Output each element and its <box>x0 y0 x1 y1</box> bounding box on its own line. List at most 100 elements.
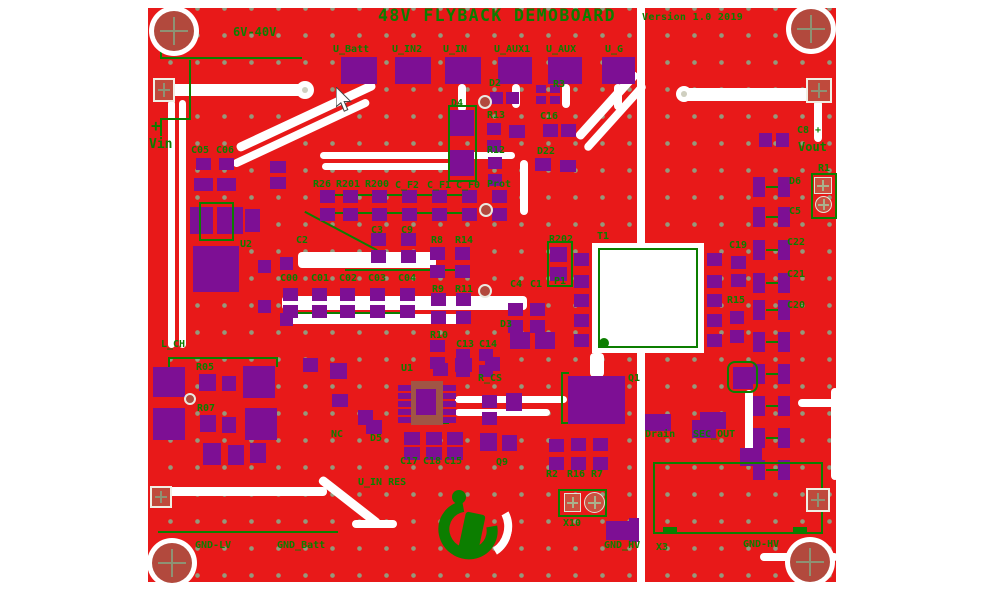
silkscreen-label: C3 <box>371 225 384 236</box>
silkscreen-line <box>561 422 569 424</box>
smd-pad <box>343 190 358 203</box>
smd-pad <box>753 332 765 352</box>
smd-pad <box>707 253 722 266</box>
smd-pad <box>550 85 560 93</box>
connector-pad-square <box>564 493 581 512</box>
smd-pad <box>535 158 551 171</box>
infineon-logo <box>426 489 528 571</box>
smd-pad <box>502 435 517 451</box>
connector-pad-round <box>815 196 832 213</box>
silkscreen-label: U_Batt <box>333 44 370 55</box>
smd-pad <box>602 57 635 84</box>
smd-pad <box>548 57 582 84</box>
mouse-cursor <box>336 87 353 112</box>
board-title-silkscreen: 48V FLYBACK DEMOBOARD <box>378 6 617 25</box>
smd-pad <box>395 57 431 84</box>
silkscreen-line <box>189 60 191 118</box>
copper-trace <box>282 314 467 324</box>
silkscreen-label: R3 <box>553 79 566 90</box>
smd-pad <box>574 314 589 327</box>
silkscreen-label: C03 <box>368 273 387 284</box>
smd-pad <box>510 332 530 349</box>
silkscreen-label: GND_Batt <box>277 540 326 551</box>
smd-pad <box>426 447 442 460</box>
smd-pad <box>778 207 790 227</box>
smd-pad <box>401 250 416 263</box>
smd-pad <box>778 300 790 320</box>
via-pad <box>478 284 492 298</box>
pad-crosshair <box>593 495 596 510</box>
silkscreen-line <box>766 437 778 439</box>
smd-pad <box>250 443 266 463</box>
smd-pad <box>778 273 790 293</box>
silkscreen-label: C_F0 <box>456 180 481 191</box>
silkscreen-label: C8 + <box>797 125 822 136</box>
board-version-silkscreen: Version 1.0 2019 <box>642 12 744 23</box>
smd-pad <box>731 256 746 269</box>
smd-pad <box>153 367 185 397</box>
silkscreen-label: Drain <box>645 429 676 440</box>
silkscreen-label: C21 <box>787 269 806 280</box>
smd-pad <box>574 294 589 307</box>
smd-pad <box>488 157 502 169</box>
smd-pad <box>303 358 318 372</box>
smd-pad <box>404 447 420 460</box>
smd-pad <box>487 140 501 152</box>
smd-pad <box>398 385 411 391</box>
smd-pad <box>508 303 523 316</box>
smd-pad <box>433 363 448 376</box>
silkscreen-label: R07 <box>197 403 216 414</box>
silkscreen-label: T1 <box>597 231 610 242</box>
smd-pad <box>258 260 271 273</box>
smd-pad <box>487 123 501 135</box>
smd-pad <box>753 177 765 197</box>
silkscreen-label: R_CS <box>478 373 503 384</box>
silkscreen-label: X3 <box>656 542 669 553</box>
smd-pad <box>443 393 456 399</box>
smd-pad <box>480 433 497 451</box>
smd-pad <box>222 376 236 391</box>
silkscreen-label: R201 <box>336 179 361 190</box>
smd-pad <box>778 396 790 416</box>
smd-pad <box>343 208 358 221</box>
silkscreen-label: C13 <box>456 339 475 350</box>
smd-pad <box>370 288 385 301</box>
silkscreen-label: R11 <box>455 284 474 295</box>
smd-pad <box>759 133 772 147</box>
smd-pad <box>400 288 415 301</box>
smd-pad <box>753 428 765 448</box>
smd-pad <box>447 432 463 445</box>
copper-trace <box>831 388 839 480</box>
smd-pad <box>645 414 671 431</box>
connector-pad-round <box>584 492 605 513</box>
smd-pad <box>707 334 722 347</box>
smd-pad <box>320 190 335 203</box>
silkscreen-label: R1 <box>818 163 831 174</box>
silkscreen-line <box>325 212 473 214</box>
smd-pad <box>203 443 221 465</box>
smd-pad <box>574 253 589 266</box>
pad-crosshair <box>163 83 165 97</box>
silkscreen-line <box>160 120 162 136</box>
silkscreen-label: R13 <box>487 110 506 121</box>
smd-pad <box>778 428 790 448</box>
silkscreen-line <box>766 216 778 218</box>
silkscreen-line <box>766 405 778 407</box>
smd-pad <box>447 447 463 460</box>
silkscreen-label: C20 <box>787 300 806 311</box>
silkscreen-label: C15 <box>444 456 463 467</box>
smd-pad <box>445 57 481 84</box>
smd-pad <box>200 415 216 432</box>
smd-pad <box>753 240 765 260</box>
silkscreen-label: D22 <box>537 146 556 157</box>
smd-pad <box>398 409 411 415</box>
copper-trace <box>745 390 753 460</box>
through-hole-pad <box>150 486 172 508</box>
silkscreen-label: R9 <box>432 284 445 295</box>
smd-pad <box>571 457 586 470</box>
smd-pad <box>740 448 762 466</box>
silkscreen-label: Vin <box>149 137 173 152</box>
smd-pad <box>443 417 456 423</box>
smd-pad <box>778 460 790 480</box>
